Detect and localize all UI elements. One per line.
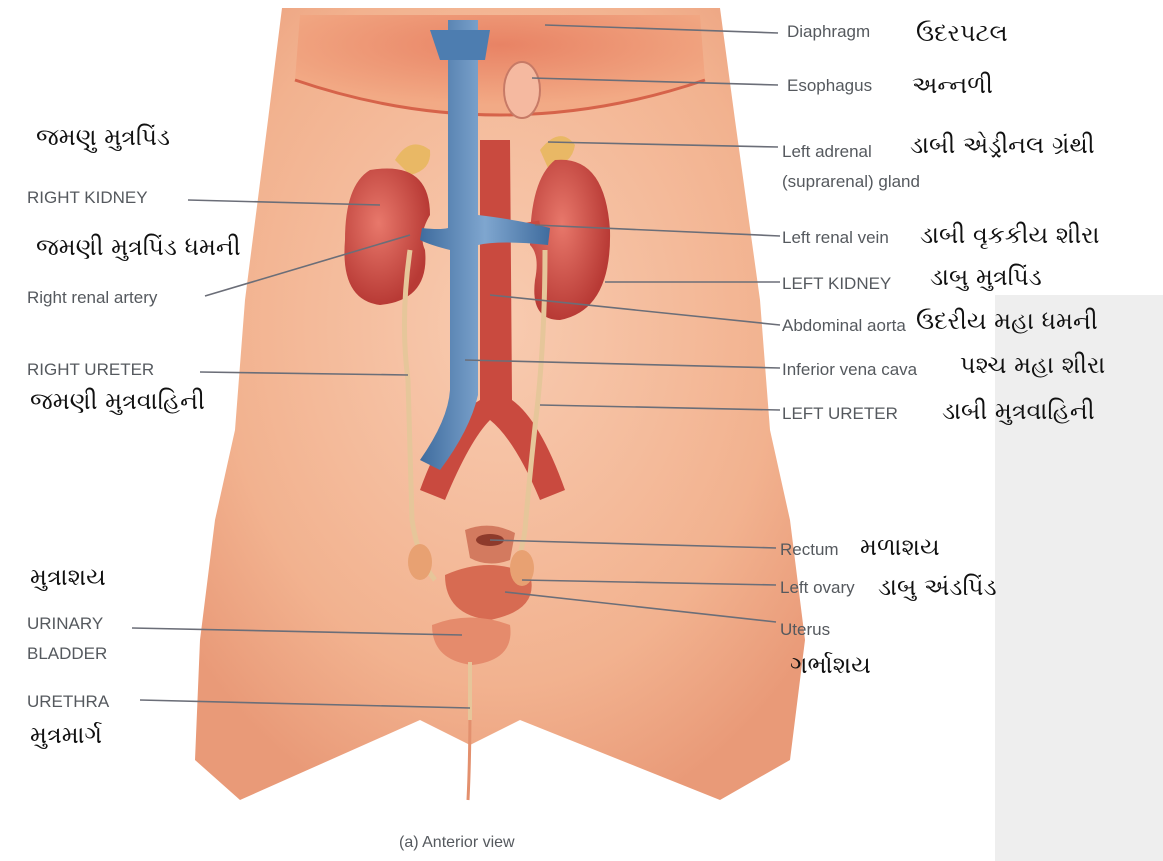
gujarati-inferior-vena-cava: પશ્ચ મહા શીરા (960, 350, 1105, 380)
gujarati-right-kidney: જમણુ મુત્રપિંડ (36, 122, 170, 152)
label-left-ovary: Left ovary (780, 578, 855, 598)
label-right-kidney: RIGHT KIDNEY (27, 188, 148, 208)
esophagus (504, 62, 540, 118)
gujarati-right-ureter: જમણી મુત્રવાહિની (30, 386, 205, 416)
right-ovary (408, 544, 432, 580)
gujarati-left-ureter: ડાબી મુત્રવાહિની (942, 396, 1095, 426)
gujarati-esophagus: અન્નળી (912, 70, 993, 100)
gujarati-left-ovary: ડાબુ અંડપિંડ (878, 572, 997, 602)
label-left-ureter: LEFT URETER (782, 404, 898, 424)
label-diaphragm: Diaphragm (787, 22, 870, 42)
gujarati-left-adrenal: ડાબી એડ્રીનલ ગ્રંથી (910, 130, 1095, 160)
gujarati-right-renal-artery: જમણી મુત્રપિંડ ધમની (36, 232, 241, 262)
label-esophagus: Esophagus (787, 76, 872, 96)
label-right-renal-artery: Right renal artery (27, 288, 157, 308)
label-inferior-vena-cava: Inferior vena cava (782, 360, 917, 380)
label-left-renal-vein: Left renal vein (782, 228, 889, 248)
label-urinary-bladder-line1: URINARY (27, 614, 103, 634)
gujarati-left-kidney: ડાબુ મુત્રપિંડ (930, 262, 1042, 292)
label-left-kidney: LEFT KIDNEY (782, 274, 891, 294)
gujarati-rectum: મળાશય (860, 532, 940, 562)
gujarati-left-renal-vein: ડાબી વૃકકીય શીરા (920, 220, 1099, 250)
vena-cava-top (430, 30, 490, 60)
gujarati-uterus: ગર્ભાશય (790, 650, 871, 680)
gujarati-urinary-bladder: મુત્રાશય (30, 562, 106, 592)
label-urethra: URETHRA (27, 692, 109, 712)
right-kidney (344, 168, 430, 305)
label-rectum: Rectum (780, 540, 839, 560)
label-left-adrenal-line2: (suprarenal) gland (782, 172, 920, 192)
label-right-ureter: RIGHT URETER (27, 360, 154, 380)
figure-caption: (a) Anterior view (399, 834, 515, 852)
gujarati-diaphragm: ઉદરપટલ (916, 18, 1008, 48)
label-abdominal-aorta: Abdominal aorta (782, 316, 906, 336)
label-urinary-bladder-line2: BLADDER (27, 644, 107, 664)
gujarati-abdominal-aorta: ઉદરીય મહા ધમની (916, 306, 1098, 336)
label-left-adrenal-line1: Left adrenal (782, 142, 872, 162)
gujarati-urethra: મુત્રમાર્ગ (30, 720, 102, 750)
label-uterus: Uterus (780, 620, 830, 640)
